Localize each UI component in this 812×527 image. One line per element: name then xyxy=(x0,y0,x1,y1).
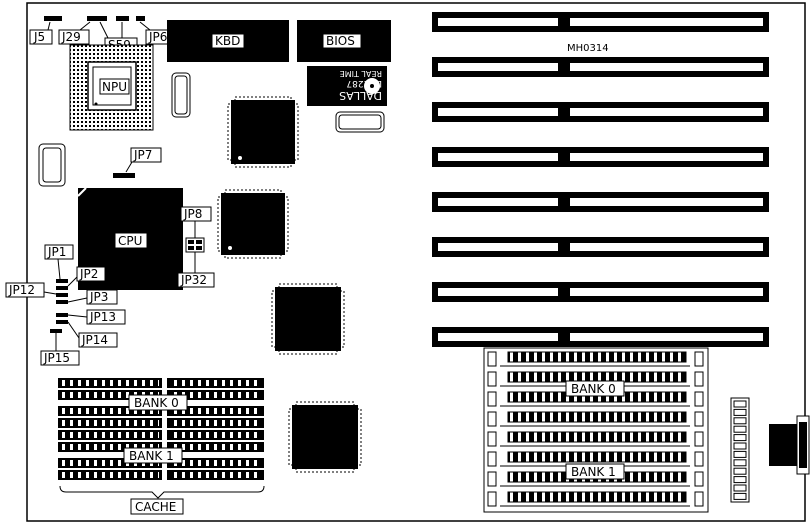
svg-text:JP15: JP15 xyxy=(43,351,70,365)
power-pin xyxy=(733,408,747,416)
plcc-chip xyxy=(227,96,299,168)
jp7-jumper: JP7 xyxy=(113,147,162,178)
isa-slot xyxy=(432,102,769,122)
top-jumper-headers xyxy=(44,16,145,21)
cache-chip xyxy=(58,378,162,400)
power-pin xyxy=(733,442,747,450)
svg-text:JP1: JP1 xyxy=(47,245,66,259)
svg-text:JP8: JP8 xyxy=(183,207,202,221)
jumper-cluster xyxy=(50,279,68,333)
svg-text:BANK 1: BANK 1 xyxy=(129,449,174,463)
svg-text:NPU: NPU xyxy=(102,80,127,94)
kbd-chip: KBD xyxy=(167,20,289,62)
jp1-label: JP1 xyxy=(44,244,74,280)
plcc-chip xyxy=(217,189,289,259)
power-connector xyxy=(730,397,750,503)
board-outline xyxy=(26,2,806,522)
power-pin xyxy=(733,417,747,425)
jp14-label: JP14 xyxy=(67,321,118,348)
power-pin xyxy=(733,434,747,442)
simm-socket xyxy=(487,411,704,427)
isa-slot xyxy=(432,282,769,302)
power-pin xyxy=(733,425,747,433)
power-pin xyxy=(733,476,747,484)
jp3-label: JP3 xyxy=(67,289,118,305)
jp2-label: JP2 xyxy=(67,266,106,287)
mem-bank1-label: BANK 1 xyxy=(565,463,625,480)
mem-bank0-label: BANK 0 xyxy=(565,380,625,397)
power-pin xyxy=(733,492,747,500)
svg-text:JP2: JP2 xyxy=(79,267,98,281)
simm-socket xyxy=(487,431,704,447)
power-pin xyxy=(733,467,747,475)
svg-text:JP6: JP6 xyxy=(148,30,167,44)
cache-chip-array xyxy=(58,378,264,480)
power-pin xyxy=(733,450,747,458)
svg-text:KBD: KBD xyxy=(215,34,240,48)
power-pin xyxy=(733,484,747,492)
cache-chip xyxy=(167,458,264,480)
svg-text:BIOS: BIOS xyxy=(326,34,355,48)
plcc-chip xyxy=(271,283,345,355)
isa-slot xyxy=(432,12,769,32)
cache-bank0-label: BANK 0 xyxy=(128,394,188,411)
oscillator xyxy=(171,72,191,118)
j29-label: J29 xyxy=(58,29,90,45)
keyboard-connector xyxy=(769,415,810,475)
svg-text:JP32: JP32 xyxy=(180,273,207,287)
svg-text:JP3: JP3 xyxy=(89,290,108,304)
isa-slots xyxy=(432,12,769,347)
cache-chip xyxy=(58,458,162,480)
cache-bank1-label: BANK 1 xyxy=(123,447,183,464)
svg-text:DS1287: DS1287 xyxy=(346,78,382,88)
cache-chip xyxy=(167,430,264,452)
isa-slot xyxy=(432,327,769,347)
simm-socket xyxy=(487,351,704,367)
svg-text:REAL TIME: REAL TIME xyxy=(340,69,382,78)
svg-text:JP12: JP12 xyxy=(8,283,35,297)
power-pin xyxy=(733,459,747,467)
plcc-chip xyxy=(288,401,362,473)
svg-text:BANK 0: BANK 0 xyxy=(571,382,616,396)
npu-socket: NPU xyxy=(69,44,154,131)
svg-text:JP13: JP13 xyxy=(89,310,116,324)
svg-text:CPU: CPU xyxy=(118,234,142,248)
cache-chip xyxy=(167,406,264,428)
cache-chip xyxy=(167,378,264,400)
simm-area xyxy=(483,347,709,513)
cache-bracket: CACHE xyxy=(59,485,265,515)
svg-text:JP14: JP14 xyxy=(81,333,108,347)
isa-slot xyxy=(432,57,769,77)
svg-text:J29: J29 xyxy=(61,30,81,44)
jp15-label: JP15 xyxy=(40,333,80,366)
svg-text:BANK 0: BANK 0 xyxy=(134,396,179,410)
svg-text:CACHE: CACHE xyxy=(135,500,176,514)
jp13-label: JP13 xyxy=(67,309,126,325)
power-pin xyxy=(733,400,747,408)
jp12-label: JP12 xyxy=(5,282,57,298)
isa-slot xyxy=(432,192,769,212)
cache-chip xyxy=(58,430,162,452)
jp8-jp32-jumpers: JP8 JP32 xyxy=(177,206,215,288)
cache-chip xyxy=(58,406,162,428)
rtc-chip: DALLAS DS1287 REAL TIME xyxy=(307,66,387,106)
board-model-label: MH0314 xyxy=(567,43,609,54)
bios-chip: BIOS xyxy=(297,20,391,62)
simm-socket xyxy=(487,491,704,507)
svg-text:BANK 1: BANK 1 xyxy=(571,465,616,479)
svg-text:J5: J5 xyxy=(33,30,45,44)
svg-text:JP7: JP7 xyxy=(133,148,152,162)
crystal xyxy=(335,111,385,133)
isa-slot xyxy=(432,147,769,167)
oscillator xyxy=(38,143,66,187)
j5-label: J5 xyxy=(29,29,53,45)
isa-slot xyxy=(432,237,769,257)
